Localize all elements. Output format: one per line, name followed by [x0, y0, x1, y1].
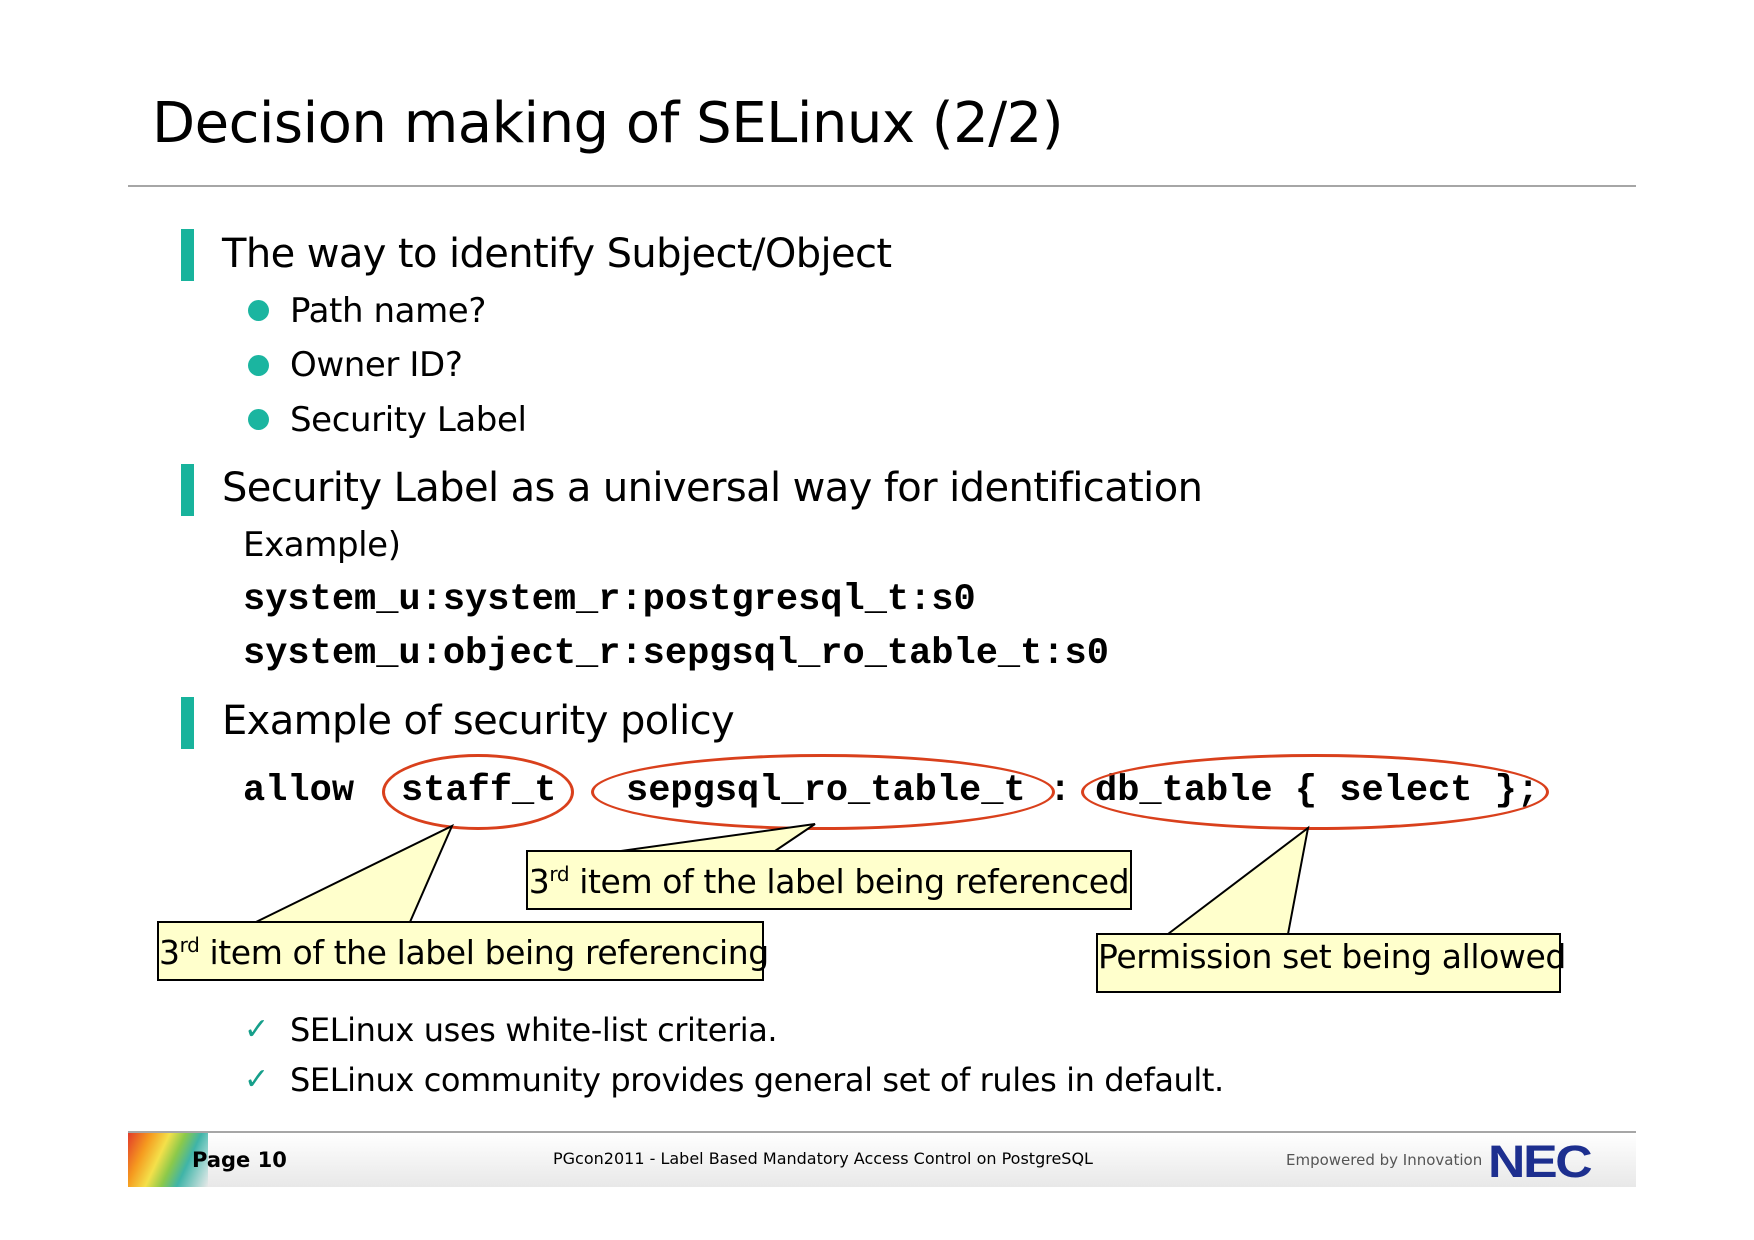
code-line-subject: system_u:system_r:postgresql_t:s0 — [243, 579, 976, 621]
bullet-security-label: Security Label — [290, 400, 527, 440]
section-marker — [181, 229, 194, 281]
nec-logo: NEC — [1488, 1136, 1593, 1187]
section-marker — [181, 697, 194, 749]
footer-divider — [128, 1131, 1636, 1133]
subject-highlight-ellipse — [382, 754, 574, 830]
callout-ordinal: 3 — [159, 933, 180, 972]
note-default-rules: SELinux community provides general set o… — [290, 1061, 1224, 1099]
bullet-dot — [248, 355, 269, 376]
bullet-path-name: Path name? — [290, 291, 486, 331]
section-heading-policy: Example of security policy — [222, 698, 735, 744]
callout-text: item of the label being referenced — [569, 862, 1130, 901]
slide-title: Decision making of SELinux (2/2) — [152, 91, 1064, 156]
check-icon: ✓ — [244, 1062, 270, 1097]
code-line-object: system_u:object_r:sepgsql_ro_table_t:s0 — [243, 633, 1109, 675]
note-white-list: SELinux uses white-list criteria. — [290, 1011, 778, 1049]
policy-colon: : — [1049, 770, 1072, 812]
footer-center-text: PGcon2011 - Label Based Mandatory Access… — [553, 1149, 1093, 1168]
check-icon: ✓ — [244, 1012, 270, 1047]
callout-referenced: 3rd item of the label being referenced — [526, 850, 1132, 910]
referencing-pointer — [255, 823, 455, 923]
permission-highlight-ellipse — [1081, 754, 1549, 830]
bullet-dot — [248, 409, 269, 430]
footer-tagline: Empowered by Innovation — [1286, 1151, 1483, 1169]
referenced-pointer — [620, 823, 816, 852]
callout-text: Permission set being allowed — [1098, 937, 1566, 976]
bullet-owner-id: Owner ID? — [290, 345, 463, 385]
example-label: Example) — [243, 525, 401, 565]
permission-pointer — [1165, 825, 1310, 935]
page-number: Page 10 — [192, 1148, 287, 1172]
bullet-dot — [248, 300, 269, 321]
callout-text: item of the label being referencing — [199, 933, 769, 972]
section-marker — [181, 464, 194, 516]
callout-referencing: 3rd item of the label being referencing — [157, 921, 769, 981]
target-highlight-ellipse — [591, 754, 1055, 830]
footer-bar — [128, 1133, 1636, 1187]
title-divider — [128, 185, 1636, 187]
section-heading-identify: The way to identify Subject/Object — [222, 231, 892, 277]
callout-permission: Permission set being allowed — [1096, 933, 1566, 993]
callout-ordinal-suffix: rd — [549, 862, 570, 886]
policy-keyword: allow — [243, 770, 355, 812]
callout-ordinal: 3 — [528, 862, 550, 901]
section-heading-universal: Security Label as a universal way for id… — [222, 465, 1203, 511]
footer-rainbow-graphic — [128, 1133, 208, 1187]
callout-ordinal-suffix: rd — [179, 933, 200, 957]
